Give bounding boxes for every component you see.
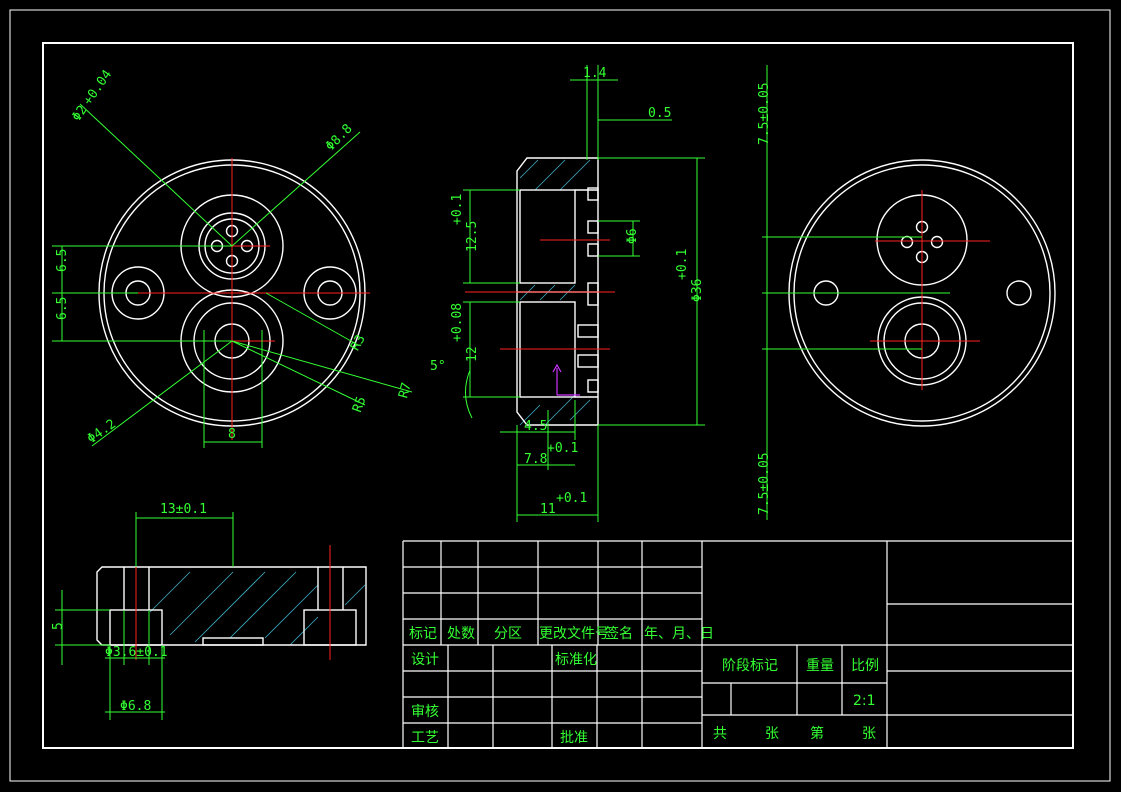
tb-design: 设计 [411, 652, 439, 668]
tb-scale-value: 2:1 [853, 693, 876, 709]
right-bottom-dim: 7.5±0.05 [757, 452, 772, 515]
section-overall-dia: Φ36 [690, 279, 705, 302]
section-angle: 5° [430, 359, 446, 374]
tb-standard: 标准化 [555, 652, 597, 668]
section-top: 1.4 [583, 66, 607, 81]
front-r3: R3 [348, 332, 369, 353]
section-upper: 12.5 [465, 221, 480, 252]
section-w3-tol: +0.1 [556, 491, 587, 506]
section-w3: 11 [540, 502, 556, 517]
tb-approve: 批准 [560, 730, 588, 746]
tb-row-label-5: 年、月、日 [644, 626, 714, 642]
inner-frame [42, 42, 1074, 749]
section-overall-tol: +0.1 [675, 249, 690, 280]
section-lower-tol: +0.08 [450, 303, 465, 342]
section-w2-tol: +0.1 [547, 441, 578, 456]
section-upper-tol: +0.1 [450, 194, 465, 225]
outer-frame [9, 9, 1111, 782]
title-block [402, 540, 1073, 748]
bottom-section: 13±0.1 5 Φ3.6±0.1 Φ6.8 [51, 502, 367, 720]
section-w1: 4.5 [524, 419, 547, 434]
front-view: Φ2 +0.04 Φ8.8 6.5 6.5 R3 R7 R5 Φ4.2 8 [52, 67, 415, 448]
right-top-dim: 7.5±0.05 [757, 82, 772, 145]
front-hole-dia: Φ2 [69, 103, 90, 124]
title-block-text: 标记 处数 分区 更改文件号 签名 年、月、日 设计 标准化 审核 工艺 批准 … [409, 625, 879, 746]
tb-weight: 重量 [806, 658, 834, 674]
section-step: 0.5 [648, 106, 671, 121]
front-circle-dia: Φ8.8 [323, 121, 356, 154]
bottom-height: 5 [51, 622, 66, 630]
front-h2: 6.5 [55, 297, 70, 320]
bottom-small-dia: Φ3.6±0.1 [105, 645, 168, 660]
tb-stage-mark: 阶段标记 [722, 658, 778, 674]
tb-sheet2: 张 [862, 726, 876, 742]
front-radius-small: R5 [350, 395, 369, 415]
bottom-large-dia: Φ6.8 [120, 699, 151, 714]
tb-row-label-4: 签名 [605, 625, 633, 642]
tb-row-label-0: 标记 [409, 626, 437, 642]
tb-sheet1: 张 [765, 726, 779, 742]
right-view: 7.5±0.05 7.5±0.05 [757, 65, 1056, 520]
front-radius-large: R7 [396, 381, 415, 400]
front-h1: 6.5 [55, 249, 70, 272]
tb-total: 共 [713, 726, 727, 742]
front-bottom-dia: Φ4.2 [85, 417, 119, 447]
tb-row-label-3: 更改文件号 [539, 626, 609, 642]
tb-scale-label: 比例 [851, 658, 879, 674]
front-hole-tol: +0.04 [81, 67, 116, 108]
tb-row-label-1: 处数 [447, 626, 475, 642]
front-width: 8 [228, 427, 236, 442]
bottom-span: 13±0.1 [160, 502, 207, 517]
tb-process: 工艺 [411, 730, 439, 746]
tb-review: 审核 [411, 704, 439, 720]
section-lower: 12 [465, 346, 480, 362]
section-small-dia: Φ6 [625, 228, 640, 244]
tb-row-label-2: 分区 [494, 626, 522, 642]
tb-page: 第 [810, 725, 824, 742]
section-w2: 7.8 [524, 452, 547, 467]
section-view: 1.4 0.5 12.5 +0.1 Φ6 Φ36 +0.1 12 +0.08 5… [430, 65, 705, 522]
